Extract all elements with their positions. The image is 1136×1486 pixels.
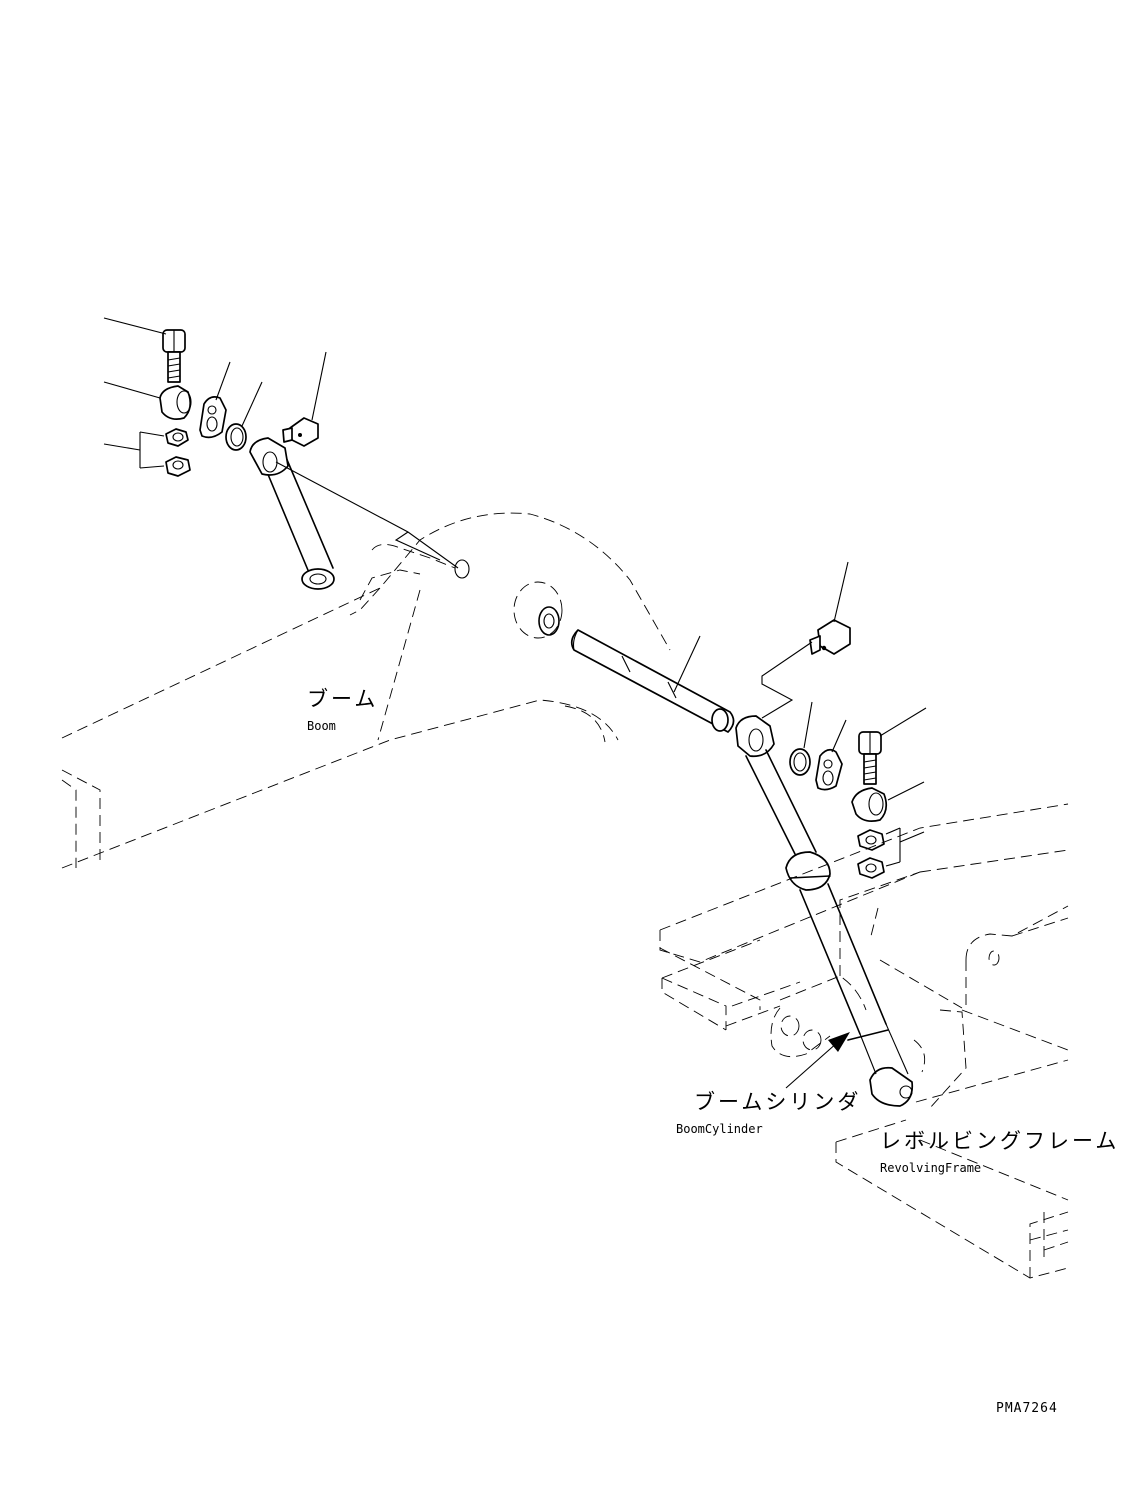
lock-plate-right bbox=[815, 748, 843, 791]
right-fitting-leader bbox=[761, 641, 813, 719]
nut-left-2 bbox=[165, 456, 191, 477]
cylinder-callout-arrow bbox=[785, 1032, 850, 1089]
bolt-left bbox=[162, 329, 186, 383]
boom-foot-boss bbox=[359, 544, 470, 601]
nut-left-1 bbox=[165, 428, 189, 447]
boom-label-jp: ブーム bbox=[307, 687, 378, 711]
shim-left bbox=[225, 423, 247, 451]
boom-outline bbox=[61, 512, 671, 869]
frame-label-jp: レボルビングフレーム bbox=[880, 1129, 1119, 1153]
left-callout-lines bbox=[103, 317, 327, 469]
grease-fitting-right bbox=[809, 619, 851, 655]
boom-foot-pin bbox=[570, 629, 735, 733]
revolving-frame-outline bbox=[659, 803, 1069, 1279]
left-cylinder-rod bbox=[249, 437, 335, 590]
nut-right-1 bbox=[857, 829, 885, 851]
frame-label-en: RevolvingFrame bbox=[880, 1161, 981, 1175]
collar-left bbox=[159, 385, 192, 420]
boom-boss-bushing bbox=[513, 581, 563, 639]
right-cylinder bbox=[745, 749, 914, 1107]
grease-fitting-left bbox=[282, 417, 319, 447]
lock-plate-left bbox=[199, 396, 227, 439]
bolt-right bbox=[858, 731, 882, 785]
nut-right-2 bbox=[857, 857, 885, 879]
cylinder-label-en: BoomCylinder bbox=[676, 1122, 763, 1136]
shim-right bbox=[789, 748, 811, 776]
drawing-code: PMA7264 bbox=[996, 1401, 1058, 1416]
cylinder-label-jp: ブームシリンダ bbox=[694, 1090, 861, 1114]
right-nut-bracket bbox=[885, 827, 925, 867]
left-pin-leader bbox=[275, 461, 459, 569]
boom-label-en: Boom bbox=[307, 719, 336, 733]
right-rod-eye bbox=[735, 715, 775, 758]
collar-right bbox=[851, 787, 888, 822]
pin-callout-line bbox=[673, 635, 701, 693]
